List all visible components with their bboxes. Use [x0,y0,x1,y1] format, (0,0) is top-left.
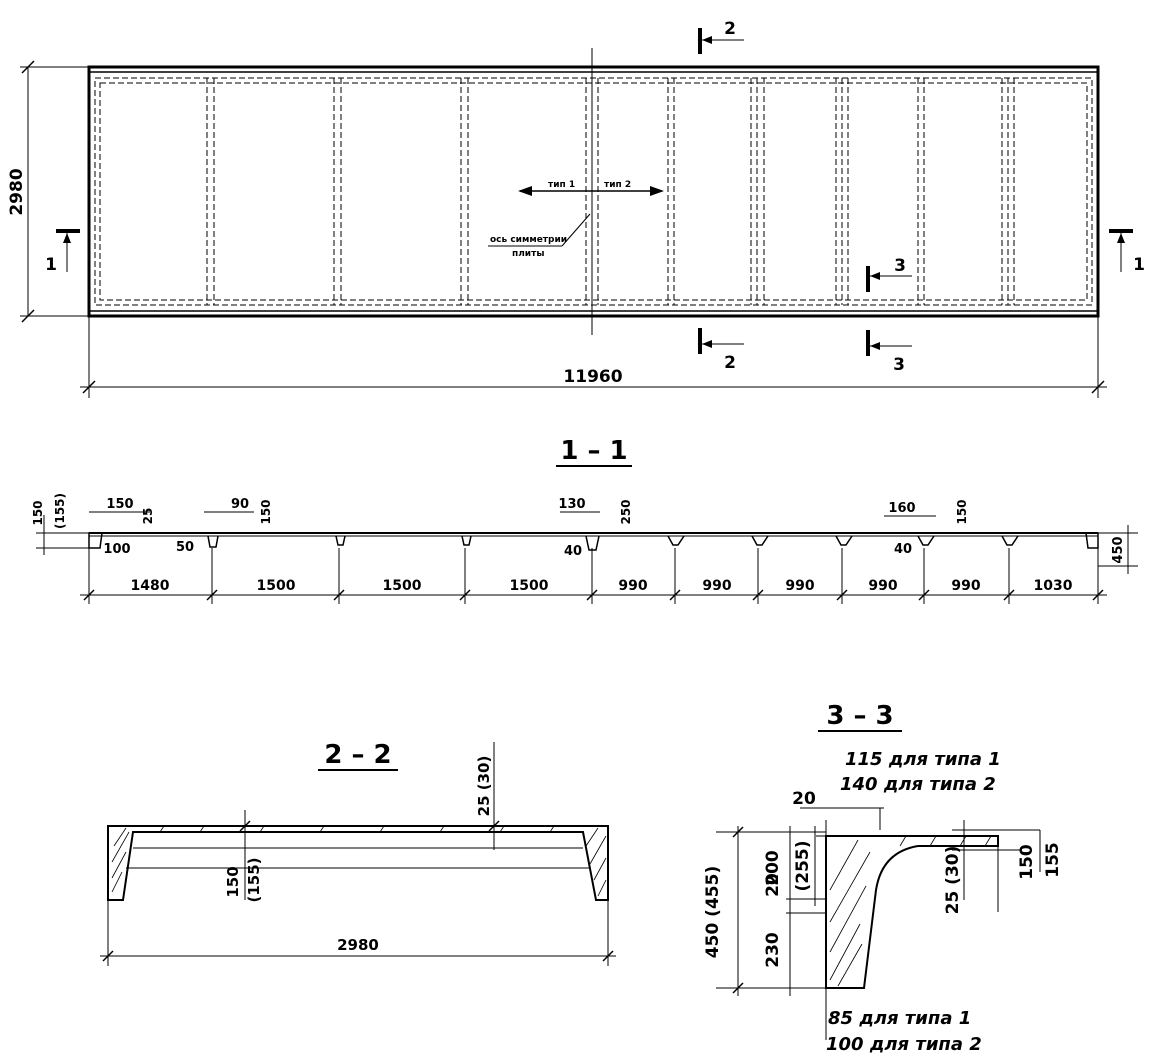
span-4: 1500 [510,578,549,594]
s11-dim-100: 100 [103,542,130,557]
plan-width-dim: 2980 [7,168,27,215]
svg-text:1: 1 [45,255,57,275]
section-1-1: 1 – 1 150 (155) 150 25 90 150 130 250 [31,436,1138,604]
s11-dim-left-1: 150 [31,500,45,525]
span-9: 990 [951,578,980,594]
s22-rib-1: 150 [224,866,242,897]
s11-dim-150-a: 150 [106,497,133,512]
s22-rib-2: (155) [245,857,263,902]
s11-dim-160: 160 [888,501,915,516]
span-7: 990 [785,578,814,594]
s11-dim-25: 25 [141,508,155,525]
s33-dim-230: 230 [763,932,783,968]
s22-width: 2980 [337,936,379,954]
s33-dim-150: 150 [1017,844,1037,880]
s33-dim-20-side: 20 [763,873,783,897]
s33-dim-450: 450 (455) [703,866,723,958]
section-3-3-title: 3 – 3 [826,701,893,731]
svg-text:2: 2 [724,353,736,373]
span-5: 990 [618,578,647,594]
section-mark-3-bottom: 3 [866,330,912,375]
span-10: 1030 [1034,578,1073,594]
s33-note-100: 100 для типа 2 [826,1034,982,1055]
svg-text:3: 3 [893,355,905,375]
svg-text:1: 1 [1133,255,1145,275]
section-1-1-title: 1 – 1 [560,436,627,466]
section-mark-2-top: 2 [698,19,744,54]
s11-dim-150-c: 150 [955,499,969,524]
s11-dim-130: 130 [558,497,585,512]
s33-note-115: 115 для типа 1 [845,749,1001,770]
section-2-2: 2 – 2 25 (30) 150 (155) 2980 [100,740,616,966]
s33-dim-20-top: 20 [792,789,816,809]
s11-dim-150-b: 150 [259,499,273,524]
section-mark-1-right: 1 [1109,229,1145,275]
plan-view: тип 1 тип 2 ось симметрии плиты 2980 119… [7,19,1145,398]
axis-note-line1: ось симметрии [490,235,567,245]
span-1: 1480 [131,578,170,594]
section-3-3: 3 – 3 115 для типа 1 140 для типа 2 [703,701,1063,1055]
section-mark-3-inside: 3 [866,256,912,292]
s33-note-85: 85 для типа 1 [828,1008,971,1029]
s11-dim-50: 50 [176,540,194,555]
s11-dim-left-2: (155) [53,493,67,529]
s22-thickness: 25 (30) [475,756,493,817]
plan-length-dim: 11960 [563,367,622,387]
s33-note-140: 140 для типа 2 [840,774,996,795]
s11-dim-40-b: 40 [894,542,912,557]
section-mark-1-left: 1 [45,229,80,275]
type2-label: тип 2 [604,180,631,190]
s11-dim-90: 90 [231,497,249,512]
span-8: 990 [868,578,897,594]
section-2-2-title: 2 – 2 [324,740,391,770]
type1-label: тип 1 [548,180,575,190]
s33-dim-200: 200 [763,850,783,886]
span-3: 1500 [383,578,422,594]
s11-dim-40-a: 40 [564,544,582,559]
svg-text:3: 3 [894,256,906,276]
section-mark-2-bottom: 2 [698,328,744,373]
s11-height: 450 [1111,536,1126,563]
s33-dim-25-30: 25 (30) [943,846,963,915]
s33-dim-155: 155 [1043,842,1063,878]
span-2: 1500 [257,578,296,594]
axis-note-line2: плиты [512,249,544,259]
s11-dim-250: 250 [619,499,633,524]
span-6: 990 [702,578,731,594]
svg-text:2: 2 [724,19,736,39]
s33-dim-255: (255) [793,840,813,891]
